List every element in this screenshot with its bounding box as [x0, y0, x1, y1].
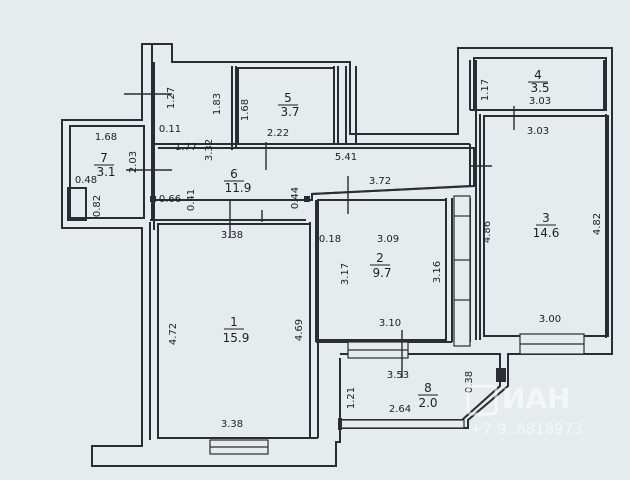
room-area: 3.5	[530, 81, 549, 95]
dim-r6-b: 1.83	[212, 93, 223, 115]
dim-r7-a: 0.48	[75, 175, 97, 186]
dim-r6-c: 0.11	[159, 124, 181, 135]
dim-r2-top: 3.09	[377, 234, 399, 245]
room-number: 4	[534, 68, 542, 82]
window-balcony	[339, 419, 465, 429]
room-number: 2	[376, 251, 384, 265]
room-7-label: 7 3.1	[94, 151, 116, 179]
room-area: 14.6	[533, 226, 560, 240]
dim-r8-right: 0.38	[464, 371, 475, 393]
dim-r6-h: 0.66	[159, 194, 181, 205]
room-number: 8	[424, 381, 432, 395]
dim-r6-g: 3.72	[369, 176, 391, 187]
dim-r3-right: 4.82	[592, 213, 603, 235]
dim-r5-bottom: 2.22	[267, 128, 289, 139]
room-7-niche	[67, 187, 87, 221]
outer-wall	[61, 43, 613, 467]
windows	[209, 195, 585, 455]
dim-r4-left: 1.17	[480, 79, 491, 101]
dim-r5-left: 1.68	[240, 99, 251, 121]
room-3-label: 3 14.6	[533, 211, 560, 240]
room-5-label: 5 3.7	[278, 91, 300, 119]
watermark-logo-icon	[466, 384, 498, 416]
dim-r2-left: 3.17	[340, 263, 351, 285]
dim-r1-bottom: 3.38	[221, 419, 243, 430]
dim-r6-i: 0.41	[186, 189, 197, 211]
dim-r8-left: 1.21	[346, 387, 357, 409]
dim-r2-bottom: 3.10	[379, 318, 401, 329]
watermark-brand: ИАН	[502, 382, 571, 415]
room-4-label: 4 3.5	[528, 68, 550, 95]
room-7-outline	[69, 125, 145, 219]
watermark: ИАН +7 9..6818973	[466, 382, 583, 438]
dim-r1-left: 4.72	[168, 323, 179, 345]
watermark-phone: +7 9..6818973	[470, 420, 583, 438]
dim-r6-e: 3.32	[204, 139, 215, 161]
room-area: 3.7	[280, 105, 299, 119]
room-area: 2.0	[418, 396, 437, 410]
dimension-labels: 3.38 3.38 4.72 4.69 3.09 3.10 3.17 3.1 6 …	[75, 79, 603, 430]
balcony-outline	[339, 353, 501, 421]
room-number: 6	[230, 167, 238, 181]
dim-r1-right: 4.69	[294, 319, 305, 341]
dim-r3-top: 3.03	[527, 126, 549, 137]
room-area: 3.1	[96, 165, 115, 179]
pillar	[338, 418, 342, 430]
dim-r6-f: 5.41	[335, 152, 357, 163]
room-number: 5	[284, 91, 292, 105]
room-number: 7	[100, 151, 108, 165]
room-number: 1	[230, 315, 238, 329]
room-area: 11.9	[225, 181, 252, 195]
pillar	[496, 368, 506, 382]
door-marks	[124, 93, 515, 378]
pillar	[150, 196, 156, 202]
room-8-label: 8 2.0	[418, 381, 438, 410]
room-area: 9.7	[372, 266, 391, 280]
dim-r4-bottom: 3.03	[529, 96, 551, 107]
room-1-label: 1 15.9	[223, 315, 250, 345]
dim-r1-top: 3.38	[221, 230, 243, 241]
room-number: 3	[542, 211, 550, 225]
room-area: 15.9	[223, 331, 250, 345]
room-labels: 1 15.9 2 9.7 3 14.6 4 3.5 5 3.7 6 11.9	[94, 68, 559, 410]
room-6-label: 6 11.9	[224, 167, 251, 195]
dim-r3-bottom: 3.00	[539, 314, 561, 325]
dim-r2-corner: 0.18	[319, 234, 341, 245]
window-kitchen-side	[453, 195, 471, 347]
dim-r8-bottom: 2.64	[389, 404, 411, 415]
dim-r3-left: 4.86	[482, 221, 493, 243]
room-1-outline	[157, 223, 311, 439]
dim-r6-a: 1.27	[166, 87, 177, 109]
dim-r6-d: 1.77	[175, 142, 197, 153]
dim-r7-b: 0.82	[92, 195, 103, 217]
room-2-label: 2 9.7	[370, 251, 392, 280]
dim-r7-right: 2.03	[128, 151, 139, 173]
dim-r7-top: 1.68	[95, 132, 117, 143]
room-5-outline	[237, 67, 335, 145]
dim-r2-right: 3.16	[432, 261, 443, 283]
dim-r6-j: 0.44	[290, 187, 301, 209]
pillar	[304, 196, 310, 202]
room-2-outline	[317, 199, 447, 341]
wall-pillars	[150, 196, 506, 430]
room-4-outline	[473, 57, 607, 111]
dim-r8-top: 3.53	[387, 370, 409, 381]
corridor-outline	[158, 147, 475, 201]
